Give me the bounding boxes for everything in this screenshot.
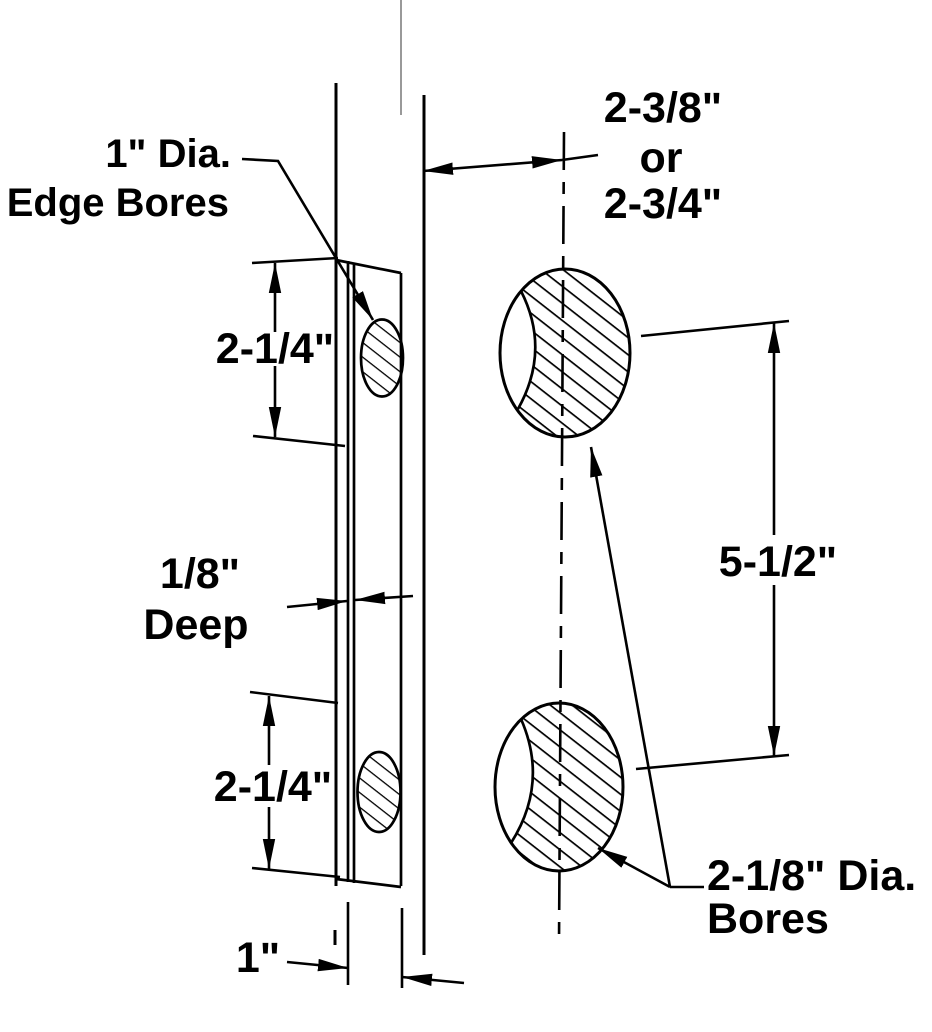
depth-label-line1: 1/8"	[160, 550, 240, 598]
leader-edge-bores	[241, 157, 375, 321]
edge-bores-label-line2: Edge Bores	[7, 181, 229, 225]
dim-lower-edge-spacing	[249, 690, 341, 879]
depth-label-line2: Deep	[143, 601, 248, 649]
faceplate-width-label: 1"	[236, 934, 280, 982]
backset-label-line1: 2-3/8"	[604, 84, 722, 132]
upper-edge-spacing-label: 2-1/4"	[216, 325, 334, 373]
upper-face-bore	[498, 267, 632, 439]
door-edge-view-outline	[333, 83, 426, 955]
bore-centerline	[557, 131, 566, 944]
dim-backset	[422, 153, 599, 175]
face-bores-label-line2: Bores	[707, 895, 829, 943]
leader-face-bores	[589, 446, 704, 889]
face-bores-label-line1: 2-1/8" Dia.	[707, 852, 916, 900]
bore-spacing-label: 5-1/2"	[719, 538, 837, 586]
lower-edge-spacing-label: 2-1/4"	[214, 763, 332, 811]
lower-face-bore	[493, 701, 625, 873]
dim-faceplate-width	[286, 902, 465, 988]
upper-edge-bore	[359, 318, 405, 398]
dim-mortise-depth	[286, 591, 414, 611]
lower-edge-bore	[356, 750, 402, 834]
backset-label-line2: or	[640, 134, 683, 182]
backset-label-line3: 2-3/4"	[604, 180, 722, 228]
edge-bores-label-line1: 1" Dia.	[105, 132, 231, 176]
dim-bore-spacing	[635, 319, 790, 771]
dim-upper-edge-spacing	[251, 256, 346, 448]
